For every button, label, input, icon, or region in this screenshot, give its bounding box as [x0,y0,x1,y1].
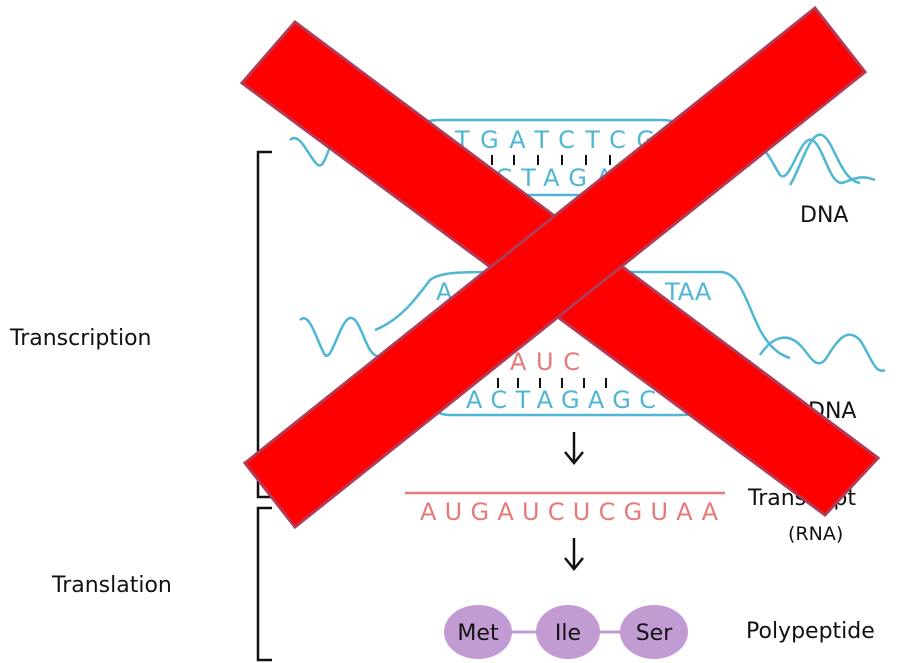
dna-top-right-helix-b [788,133,861,186]
amino-acid-label: Met [457,621,499,646]
cross-stroke-b [242,5,868,530]
amino-acid-label: Ile [555,621,581,646]
transcription-bracket [256,150,272,499]
translation-bracket [256,506,272,662]
translation-label: Translation [51,573,172,598]
dna-top-base-pair-ticks [491,155,611,165]
amino-acid-bead [444,605,512,659]
amino-acid-label: Ser [636,621,674,646]
arrow-down-icon [564,538,584,571]
dna-top-coding-strand: TGATCTCG [454,126,655,154]
amino-acid-bead [536,605,600,659]
rna-label: (RNA) [788,523,843,545]
dna-mid-coding-right: TAA [664,278,712,306]
rna-transcript-sequence: AUGAUCUCGUAA [420,498,719,526]
dna-mid-template-strand: ACTAGAGC [466,386,656,414]
transcription-label: Transcription [9,326,152,351]
dna-top-label: DNA [800,203,848,228]
dna-mid-left-helix [299,316,376,357]
rna-nascent-strand: AUC [510,348,580,376]
red-cross-icon [239,5,881,530]
polypeptide-label: Polypeptide [746,619,875,644]
dna-mid-right-helix [758,333,886,372]
dna-mid-base-pair-ticks [497,378,607,388]
amino-acid-bead [620,605,688,659]
polypeptide-chain: Met Ile Ser [444,605,688,659]
arrow-down-icon [564,432,584,465]
